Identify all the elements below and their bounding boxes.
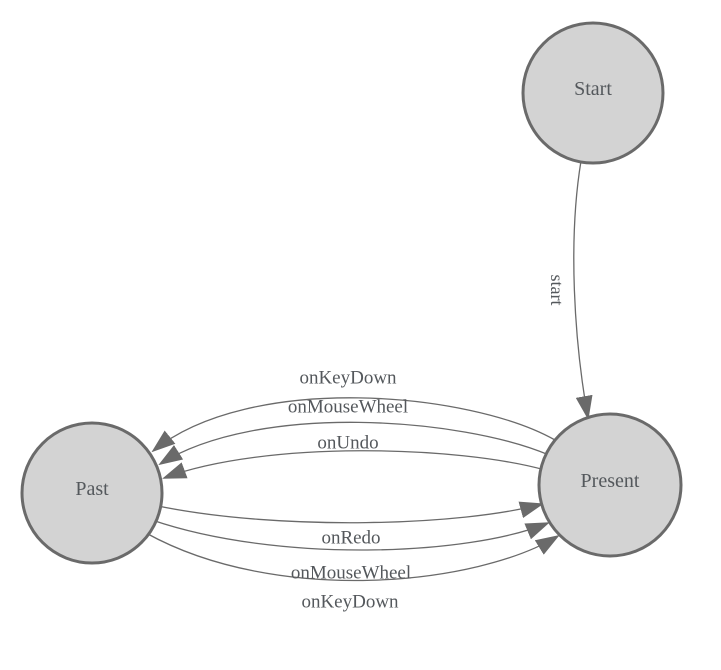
transition-edge-present-to-past-onMouseWheel [158, 421, 550, 466]
transition-edge-past-to-present-onMouseWheel [151, 519, 550, 551]
transition-edge-start-to-present-start [573, 160, 593, 420]
state-node-label-present: Present [581, 470, 640, 492]
transition-label-past-to-present-onMouseWheel: onMouseWheel [291, 563, 411, 584]
transition-edge-past-to-present-onRedo [157, 501, 544, 524]
state-node-start [521, 21, 665, 165]
edge-labels-layer: start onKeyDown onMouseWheel onUndo onRedo on… [288, 275, 567, 613]
state-node-past [20, 421, 164, 565]
state-node-present [537, 412, 683, 558]
transition-edge-present-to-past-onKeyDown [151, 397, 556, 453]
transition-label-past-to-present-onRedo: onRedo [321, 528, 380, 549]
transition-label-past-to-present-onKeyDown: onKeyDown [301, 592, 399, 613]
transition-label-present-to-past-onUndo: onUndo [317, 433, 378, 454]
transition-edge-present-to-past-onUndo [162, 450, 546, 479]
state-node-label-start: Start [574, 78, 612, 100]
transition-edge-past-to-present-onKeyDown [145, 532, 560, 582]
state-node-label-past: Past [75, 478, 109, 500]
edges-layer [145, 160, 593, 582]
transition-label-present-to-past-onKeyDown: onKeyDown [299, 368, 397, 389]
transition-label-start-to-present-start: start [547, 275, 567, 306]
transition-label-present-to-past-onMouseWheel: onMouseWheel [288, 397, 408, 418]
